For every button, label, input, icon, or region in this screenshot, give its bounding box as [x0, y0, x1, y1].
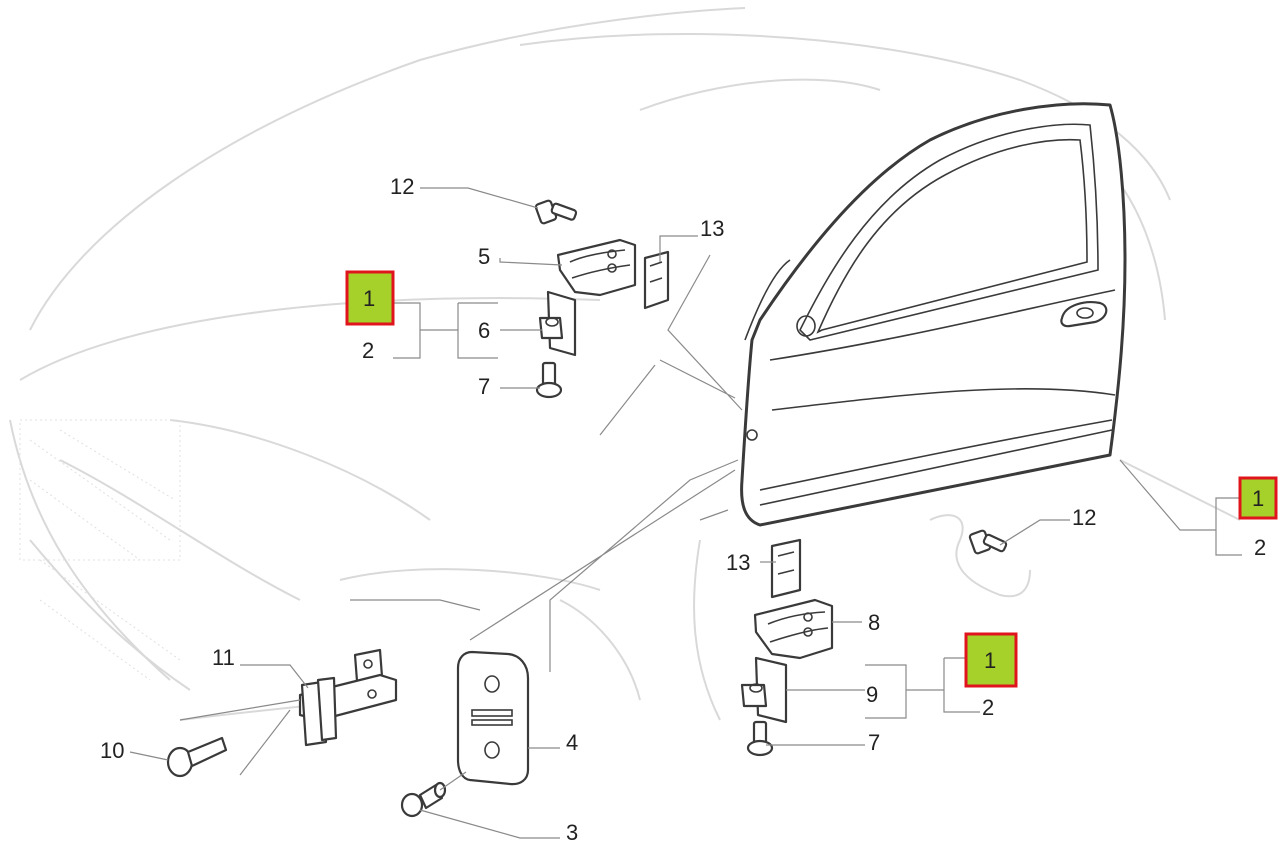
door-check-strap-11 — [298, 648, 398, 747]
label-striker-pin-3: 3 — [566, 820, 578, 845]
striker-pin-3 — [400, 781, 447, 818]
label-striker-plate-4: 4 — [566, 730, 578, 755]
callout-box-upper — [345, 270, 395, 326]
leader-lines — [129, 187, 1242, 839]
shim-13-upper — [643, 250, 670, 310]
label-shim-13-upper: 13 — [700, 216, 724, 241]
front-door — [740, 102, 1127, 527]
label-hinge-half-5: 5 — [478, 244, 490, 269]
check-strap-group — [166, 648, 398, 778]
bolt-12-lower — [968, 529, 1008, 555]
striker-group — [400, 650, 530, 818]
label-screw-7-lower: 7 — [868, 730, 880, 755]
screw-7-upper — [535, 361, 563, 399]
bolt-12-upper — [534, 199, 578, 225]
label-plate-9: 9 — [866, 682, 878, 707]
lower-hinge-group — [740, 529, 1008, 757]
plate-6-upper — [538, 290, 577, 357]
upper-hinge-group — [534, 199, 670, 399]
label-bolt-10: 10 — [100, 738, 124, 763]
hinge-half-5 — [556, 238, 637, 297]
label-kit-2-lower: 2 — [982, 695, 994, 720]
callout-box-lower — [964, 632, 1018, 688]
label-screw-7-upper: 7 — [478, 374, 490, 399]
label-hinge-half-8: 8 — [868, 610, 880, 635]
label-shim-13-lower: 13 — [726, 550, 750, 575]
shim-13-lower — [770, 538, 802, 599]
screw-7-lower — [746, 720, 774, 757]
label-kit-1-upper: 1 — [363, 286, 375, 311]
label-bolt-12-upper: 12 — [390, 174, 414, 199]
label-check-strap-11: 11 — [212, 645, 235, 670]
bolt-10 — [166, 736, 228, 778]
label-kit-1-lower: 1 — [984, 648, 996, 673]
label-plate-6: 6 — [478, 318, 490, 343]
hinge-half-8 — [753, 598, 834, 660]
label-kit-1-right: 1 — [1252, 486, 1264, 511]
label-bolt-12-lower: 12 — [1072, 505, 1096, 530]
label-kit-2-right: 2 — [1254, 535, 1266, 560]
callout-box-right — [1238, 476, 1278, 520]
label-kit-2-upper: 2 — [362, 338, 374, 363]
striker-plate-4 — [456, 650, 530, 786]
plate-9 — [740, 656, 788, 724]
